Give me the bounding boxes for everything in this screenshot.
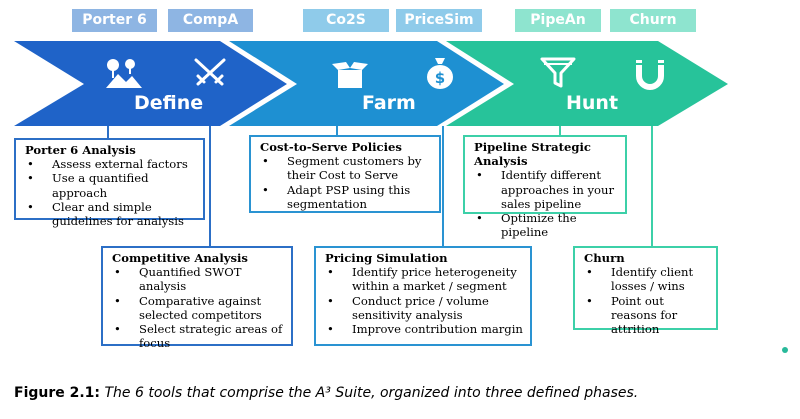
box-pricing-simulation: Pricing Simulation Identify price hetero…: [314, 246, 532, 346]
caption-text: The 6 tools that comprise the A³ Suite, …: [104, 385, 639, 401]
chevron-define: [14, 41, 287, 126]
open-box-icon: [332, 62, 368, 88]
chevron-farm: [229, 41, 504, 126]
connector-churn: [651, 126, 653, 246]
list-item: Assess external factors: [25, 157, 196, 171]
box-title: Pricing Simulation: [325, 251, 448, 265]
connector-pricesim: [442, 126, 444, 246]
phase-hunt-label: Hunt: [566, 92, 619, 114]
phase-chevrons: [14, 41, 728, 126]
list-item: Optimize the pipeline: [474, 211, 618, 239]
box-title: Cost-to-Serve Policies: [260, 140, 402, 154]
list-item: Point out reasons for attrition: [584, 294, 709, 337]
tag-compa: CompA: [168, 9, 253, 32]
list-item: Use a quantified approach: [25, 171, 196, 199]
list-item: Comparative against selected competitors: [112, 294, 284, 322]
tag-porter6: Porter 6: [72, 9, 157, 32]
landscape-icon: [106, 59, 142, 88]
box-porter6-analysis: Porter 6 Analysis Assess external factor…: [14, 138, 205, 228]
phase-define-label: Define: [134, 92, 204, 114]
svg-text:$: $: [435, 69, 445, 87]
box-title: Pipeline Strategic Analysis: [474, 140, 591, 169]
magnet-icon: [636, 60, 664, 90]
tag-pricesim: PriceSim: [396, 9, 482, 32]
tag-co2s: Co2S: [303, 9, 389, 32]
figure-caption: Figure 2.1: The 6 tools that comprise th…: [14, 385, 638, 401]
box-competitive-analysis: Competitive Analysis Quantified SWOT ana…: [101, 246, 293, 350]
list-item: Select strategic areas of focus: [112, 322, 284, 350]
tag-pipean: PipeAn: [515, 9, 601, 32]
tag-churn: Churn: [610, 9, 696, 32]
connector-pipean: [559, 126, 561, 138]
list-item: Clear and simple guidelines for analysis: [25, 200, 196, 228]
box-title: Competitive Analysis: [112, 251, 248, 265]
connector-porter: [107, 126, 109, 138]
funnel-icon: [540, 57, 576, 88]
box-title: Porter 6 Analysis: [25, 143, 136, 157]
list-item: Conduct price / volume sensitivity analy…: [325, 294, 523, 322]
box-cost-to-serve: Cost-to-Serve Policies Segment customers…: [249, 135, 441, 213]
list-item: Adapt PSP using this segmentation: [260, 183, 432, 211]
phase-farm-label: Farm: [362, 92, 416, 114]
list-item: Identify price heterogeneity within a ma…: [325, 265, 523, 293]
caption-label: Figure 2.1:: [14, 385, 101, 401]
decorative-dot: [782, 347, 788, 353]
list-item: Segment customers by their Cost to Serve: [260, 154, 432, 182]
list-item: Improve contribution margin: [325, 322, 523, 336]
list-item: Quantified SWOT analysis: [112, 265, 284, 293]
chevron-hunt: [446, 41, 728, 126]
box-title: Churn: [584, 251, 625, 265]
box-churn: Churn Identify client losses / wins Poin…: [573, 246, 718, 336]
connector-co2s: [336, 126, 338, 138]
crossed-swords-icon: [194, 58, 226, 86]
list-item: Identify different approaches in your sa…: [474, 168, 618, 211]
list-item: Identify client losses / wins: [584, 265, 709, 293]
connector-compa: [209, 126, 211, 246]
box-pipeline-analysis: Pipeline Strategic Analysis Identify dif…: [463, 135, 627, 239]
money-bag-icon: $: [427, 58, 453, 89]
